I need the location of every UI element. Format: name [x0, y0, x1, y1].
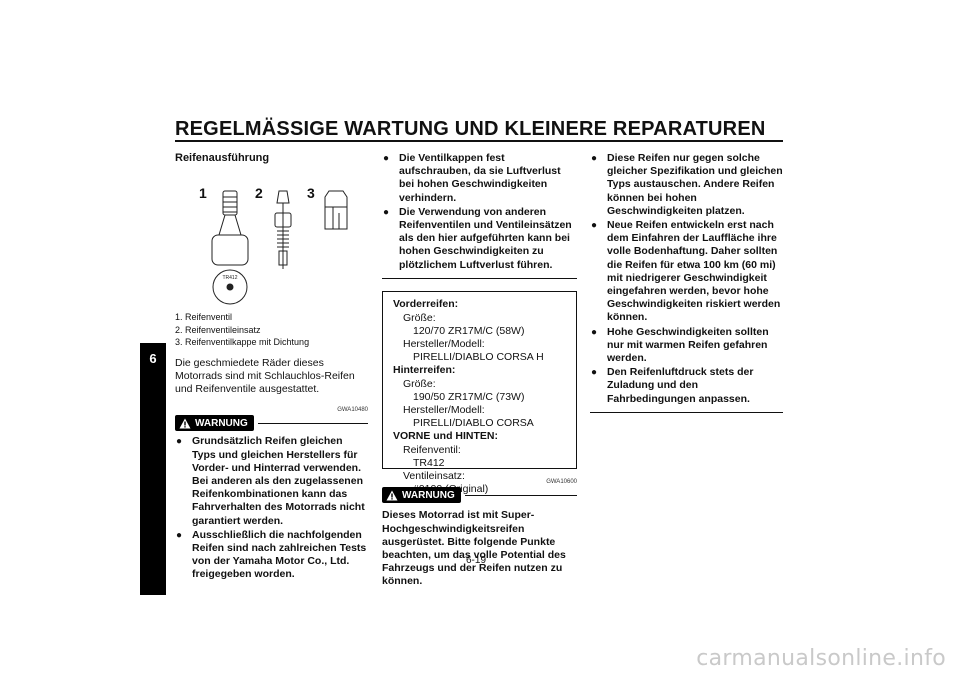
figure-number-3: 3: [307, 185, 315, 202]
list-item: Neue Reifen entwickeln erst nach dem Ein…: [590, 219, 783, 325]
warning-label: WARNUNG: [195, 417, 248, 429]
caption-1: 1. Reifenventil: [175, 312, 233, 323]
valve-cap-label: TR412: [222, 275, 237, 281]
spec-valve-label: Reifenventil:: [403, 443, 461, 456]
tire-spec-box: Vorderreifen: Größe: 120/70 ZR17M/C (58W…: [382, 291, 577, 495]
watermark: carmanualsonline.info: [696, 646, 946, 671]
spec-front-heading: Vorderreifen:: [393, 298, 459, 311]
warning-header: WARNUNG: [382, 487, 577, 504]
warning-code: GWA10600: [546, 479, 577, 486]
warning-bullets-continued: Die Ventilkappen fest aufschrauben, da s…: [382, 152, 577, 272]
intro-paragraph: Die geschmiedete Räder dieses Motorrads …: [175, 356, 355, 396]
tire-valve-figure: 1 2 3 TR412: [175, 173, 368, 311]
chapter-number: 6: [149, 351, 157, 366]
column-2: Die Ventilkappen fest aufschrauben, da s…: [382, 152, 577, 589]
warning-paragraph: Dieses Motorrad ist mit Super-Hochgeschw…: [382, 509, 566, 588]
spec-size-label: Größe:: [403, 377, 436, 390]
figure-number-1: 1: [199, 185, 207, 202]
spec-both-heading: VORNE und HINTEN:: [393, 430, 498, 443]
page-number: 6-19: [466, 555, 487, 566]
list-item: Hohe Geschwindigkeiten sollten nur mit w…: [590, 326, 783, 366]
warning-header: WARNUNG: [175, 415, 368, 432]
warning-end-rule: [382, 277, 577, 280]
chapter-tab: 6: [140, 343, 166, 595]
section-heading: Reifenausführung: [175, 152, 270, 164]
warning-rule: [257, 422, 368, 424]
spec-rear-model: PIRELLI/DIABLO CORSA: [413, 417, 534, 430]
spec-maker-label: Hersteller/Modell:: [403, 337, 485, 350]
list-item: Grundsätzlich Reifen gleichen Typs und g…: [175, 435, 368, 527]
spec-size-label: Größe:: [403, 311, 436, 324]
spec-valve-value: TR412: [413, 456, 445, 469]
list-item: Ausschließlich die nachfolgenden Reifen …: [175, 529, 368, 582]
column-1: Reifenausführung 1 2 3 TR412: [175, 152, 368, 583]
list-item: Die Verwendung von anderen Reifenventile…: [382, 206, 577, 272]
spec-rear-heading: Hinterreifen:: [393, 364, 456, 377]
tire-valve-illustration-icon: TR412: [211, 190, 348, 305]
title-rule: [175, 140, 783, 142]
list-item: Den Reifenluftdruck stets der Zuladung u…: [590, 366, 783, 406]
caption-3: 3. Reifenventilkappe mit Dichtung: [175, 337, 310, 348]
column-3: Diese Reifen nur gegen solche gleicher S…: [590, 152, 783, 414]
warning-end-rule: [590, 411, 783, 414]
spec-rear-size: 190/50 ZR17M/C (73W): [413, 390, 525, 403]
list-item: Die Ventilkappen fest aufschrauben, da s…: [382, 152, 577, 205]
warning-triangle-icon: [179, 418, 191, 429]
tire-advice-bullets: Diese Reifen nur gegen solche gleicher S…: [590, 152, 783, 406]
warning-badge: WARNUNG: [175, 415, 254, 432]
warning-triangle-icon: [386, 490, 398, 501]
warning-label: WARNUNG: [402, 489, 455, 501]
warning-bullets: Grundsätzlich Reifen gleichen Typs und g…: [175, 435, 368, 581]
spec-front-size: 120/70 ZR17M/C (58W): [413, 324, 525, 337]
spec-front-model: PIRELLI/DIABLO CORSA H: [413, 351, 544, 364]
spec-insert-label: Ventileinsatz:: [403, 469, 465, 482]
warning-rule: [464, 494, 577, 496]
list-item: Diese Reifen nur gegen solche gleicher S…: [590, 152, 783, 218]
figure-number-2: 2: [255, 185, 263, 202]
page-title: REGELMÄSSIGE WARTUNG UND KLEINERE REPARA…: [175, 118, 766, 140]
caption-2: 2. Reifenventileinsatz: [175, 324, 261, 335]
warning-badge: WARNUNG: [382, 487, 461, 504]
spec-maker-label: Hersteller/Modell:: [403, 403, 485, 416]
warning-code: GWA10480: [337, 407, 368, 414]
